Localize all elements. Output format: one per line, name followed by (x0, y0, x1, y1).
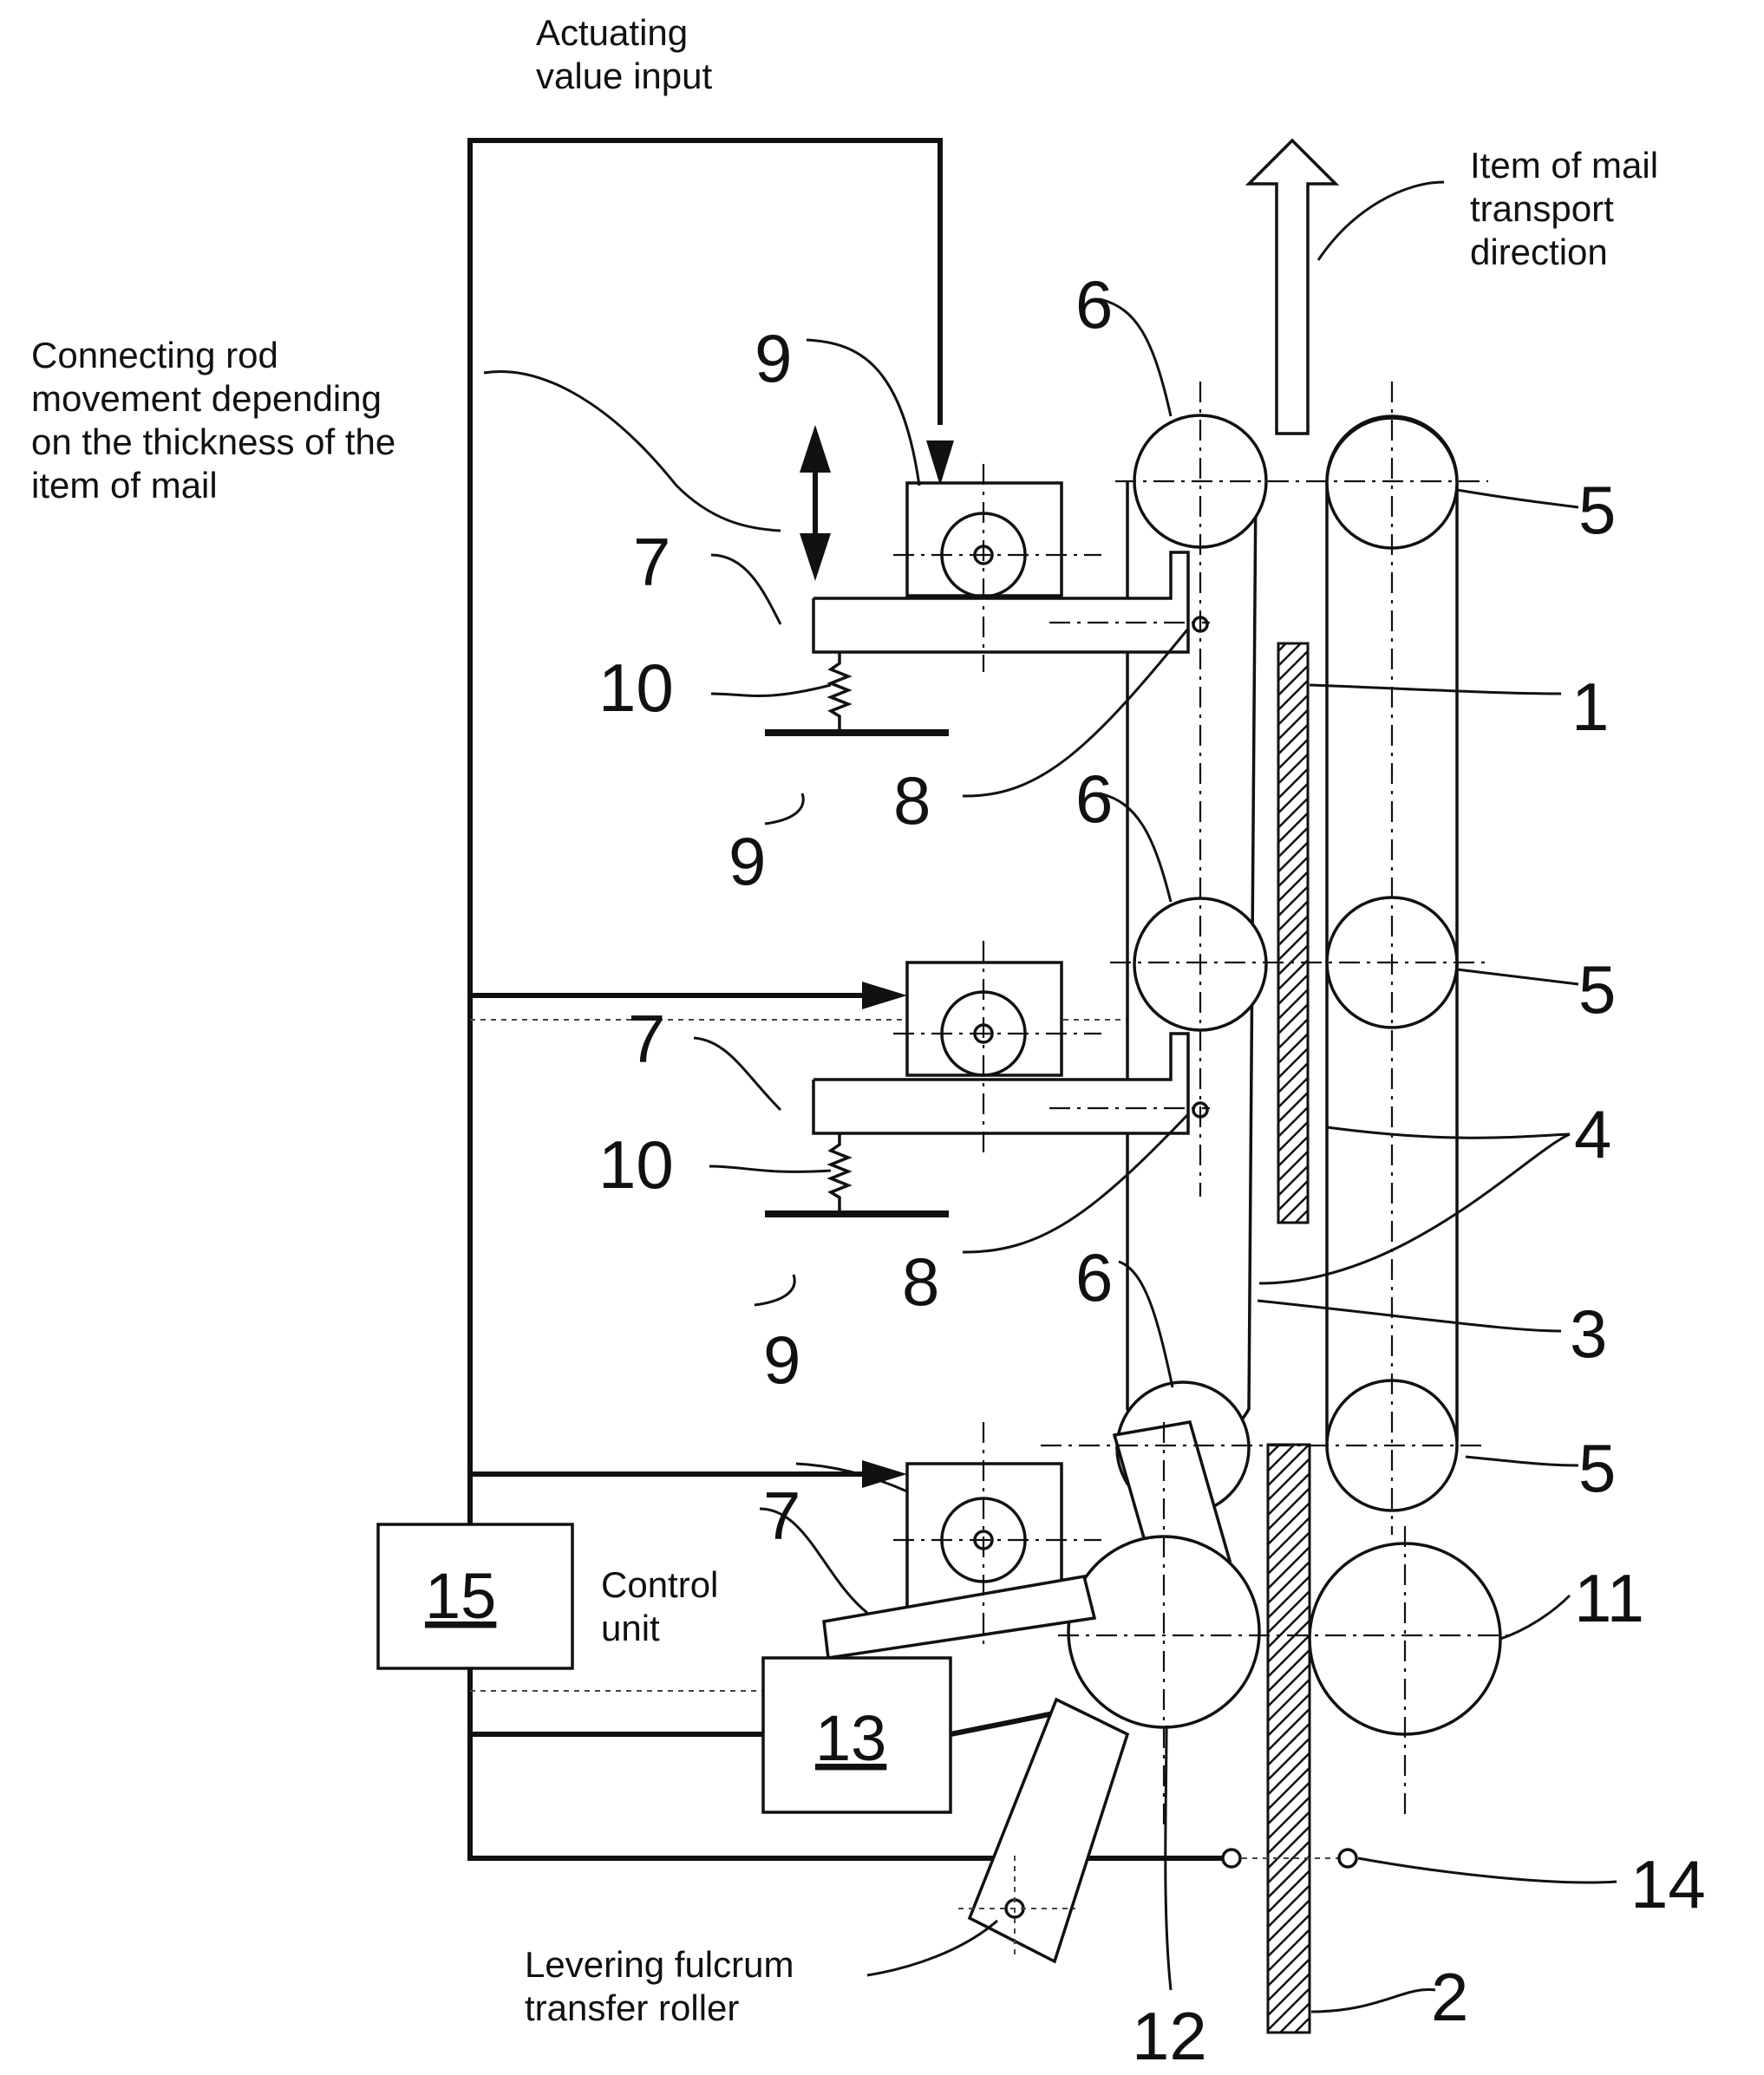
caption-transport-1: Item of mail (1470, 145, 1658, 186)
label-13: 13 (815, 1702, 886, 1774)
caption-transport-2: transport (1470, 188, 1614, 229)
label-1: 1 (1571, 669, 1609, 745)
guide-plates (1268, 643, 1310, 2033)
label-9-top: 9 (755, 320, 792, 396)
rollers-6 (1117, 415, 1266, 1514)
label-10-mid: 10 (598, 1126, 674, 1203)
label-10-top: 10 (598, 649, 674, 726)
caption-control-2: unit (601, 1608, 660, 1648)
caption-control-1: Control (601, 1564, 718, 1605)
caption-rod-1: Connecting rod (31, 335, 278, 375)
label-15: 15 (425, 1560, 496, 1632)
caption-fulcrum-1: Levering fulcrum (525, 1944, 794, 1985)
label-12: 12 (1132, 1998, 1207, 2074)
caption-rod-4: item of mail (31, 465, 218, 506)
label-9-mid: 9 (728, 823, 766, 899)
label-5-top: 5 (1578, 472, 1616, 548)
label-9-bot: 9 (763, 1321, 800, 1398)
caption-transport-3: direction (1470, 232, 1608, 272)
label-3: 3 (1570, 1295, 1607, 1372)
connecting-rod-movement-arrow (800, 425, 831, 581)
label-2: 2 (1431, 1959, 1468, 2035)
label-6-top: 6 (1075, 266, 1113, 343)
label-4: 4 (1574, 1096, 1611, 1172)
label-8-mid: 8 (902, 1243, 939, 1320)
guide-plate-2 (1268, 1445, 1310, 2033)
label-11: 11 (1574, 1560, 1644, 1636)
label-14: 14 (1630, 1846, 1706, 1922)
caption-rod-3: on the thickness of the (31, 421, 395, 462)
label-8-top: 8 (893, 762, 931, 838)
label-5-bot: 5 (1578, 1430, 1616, 1506)
guide-plate-1 (1278, 643, 1308, 1223)
label-6-bot: 6 (1075, 1239, 1113, 1315)
label-6-mid: 6 (1075, 760, 1113, 837)
caption-actuating-2: value input (536, 55, 712, 96)
swing-unit-bot (824, 1464, 1094, 1658)
caption-actuating-1: Actuating (536, 12, 688, 53)
caption-fulcrum-2: transfer roller (525, 1987, 739, 2028)
label-7-top: 7 (633, 524, 670, 600)
label-7-bot: 7 (763, 1478, 800, 1554)
transport-direction-arrow (1249, 140, 1336, 434)
label-5-mid: 5 (1578, 951, 1616, 1028)
label-7-mid: 7 (628, 1001, 665, 1077)
caption-rod-2: movement depending (31, 378, 382, 419)
